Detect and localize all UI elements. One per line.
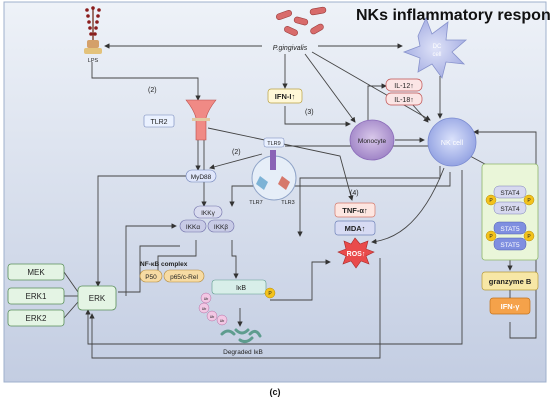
ros-label: ROS↑ [347, 251, 366, 258]
ifn1-badge [267, 88, 303, 104]
ikb-badge [211, 279, 267, 295]
figure-caption: (c) [270, 387, 281, 397]
ub-label-3: Ub [210, 315, 215, 319]
tlr9-label: TLR9 [267, 141, 280, 147]
lps-label: LPS [88, 58, 99, 64]
ikb-label: IκB [236, 285, 246, 292]
stat4-bottom-badge [493, 201, 527, 215]
il12-label: IL-12↑ [394, 83, 413, 90]
myd88-badge [185, 169, 217, 183]
p65-label: p65/c-Rel [170, 274, 198, 281]
erk2-box [7, 309, 65, 327]
ifn1-label: IFN-I↑ [275, 92, 295, 101]
ikb-phospho-badge [264, 287, 276, 299]
nk-cell-label: NK cell [441, 140, 464, 147]
ikkb-label: IKKβ [214, 224, 228, 231]
stat4-phospho-left [485, 194, 497, 206]
stat5-bottom-label: STAT5 [500, 242, 520, 249]
step-2a-label: (2) [148, 87, 157, 94]
erk-box [77, 285, 117, 311]
ubiquitin-chain-icon [198, 292, 228, 326]
connector-lines [63, 43, 537, 359]
tlr-receptor-icons [256, 150, 290, 190]
stat5-phospho-right [523, 230, 535, 242]
ikka-label: IKKα [186, 224, 200, 231]
stat5-phospho-left-label: P [489, 234, 493, 240]
stat5-top-label: STAT5 [500, 226, 520, 233]
erk1-box [7, 287, 65, 305]
degraded-ikb-label: Degraded IκB [223, 349, 263, 356]
step-3-label: (3) [305, 109, 314, 116]
granzyme-b-label: granzyme B [489, 277, 532, 286]
erk-label: ERK [89, 294, 106, 303]
tlr2-label: TLR2 [150, 119, 167, 126]
tlr2-badge [143, 114, 175, 128]
ub-label-2: Ub [202, 307, 207, 311]
nfkb-complex-label: NF-κB complex [140, 261, 188, 268]
pgingivalis-bacteria-icon [276, 6, 327, 36]
p65-badge [163, 269, 205, 283]
myd88-label: MyD88 [191, 174, 212, 181]
dc-cell-label-2: cell [432, 52, 441, 58]
stat5-top-badge [493, 221, 527, 235]
ikka-badge [179, 219, 207, 233]
tnfa-badge [334, 202, 376, 218]
il12-badge [385, 78, 423, 92]
ros-burst-icon [337, 237, 375, 269]
nk-cell [427, 117, 477, 167]
stat4-bottom-label: STAT4 [500, 206, 520, 213]
mda-badge [334, 220, 376, 236]
dc-cell [402, 16, 468, 79]
stat5-phospho-right-label: P [527, 234, 531, 240]
stat4-top-label: STAT4 [500, 190, 520, 197]
ikkg-label: IKKγ [201, 210, 215, 217]
erk2-label: ERK2 [26, 314, 47, 323]
tlr9-badge [263, 137, 285, 148]
stat4-phospho-left-label: P [489, 198, 493, 204]
mda-label: MDA↑ [345, 224, 366, 233]
erk1-label: ERK1 [26, 292, 47, 301]
tlr7-label: TLR7 [249, 200, 262, 206]
mek-box [7, 263, 65, 281]
mek-label: MEK [27, 268, 45, 277]
stat4-phospho-right-label: P [527, 198, 531, 204]
pgingivalis-label: P.gingivalis [273, 45, 308, 52]
ifn-gamma-label: IFN-γ [501, 302, 521, 311]
tnfa-label: TNF-α↑ [342, 206, 367, 215]
p50-badge [139, 269, 163, 283]
step-4-label: (4) [350, 190, 359, 197]
ub-label-4: Ub [220, 319, 225, 323]
p50-label: P50 [145, 274, 157, 281]
tlr3-label: TLR3 [281, 200, 294, 206]
stat5-phospho-left [485, 230, 497, 242]
ikkb-badge [207, 219, 235, 233]
il18-badge [385, 92, 423, 106]
il18-label: IL-18↑ [394, 97, 413, 104]
ikb-phospho-label: P [268, 291, 272, 297]
degraded-ikb-icon [220, 328, 262, 344]
dc-cell-label-1: DC [433, 44, 442, 50]
ikkg-badge [193, 205, 223, 219]
ub-label-1: Ub [204, 297, 209, 301]
tlr2-receptor-icon [185, 99, 217, 141]
diagram-title: NKs inflammatory response [356, 7, 550, 24]
monocyte-cell [349, 119, 395, 161]
step-2b-label: (2) [232, 149, 241, 156]
stat4-phospho-right [523, 194, 535, 206]
lps-structure-icon [84, 6, 102, 54]
monocyte-label: Monocyte [358, 138, 387, 145]
stat4-top-badge [493, 185, 527, 199]
stat5-bottom-badge [493, 237, 527, 251]
